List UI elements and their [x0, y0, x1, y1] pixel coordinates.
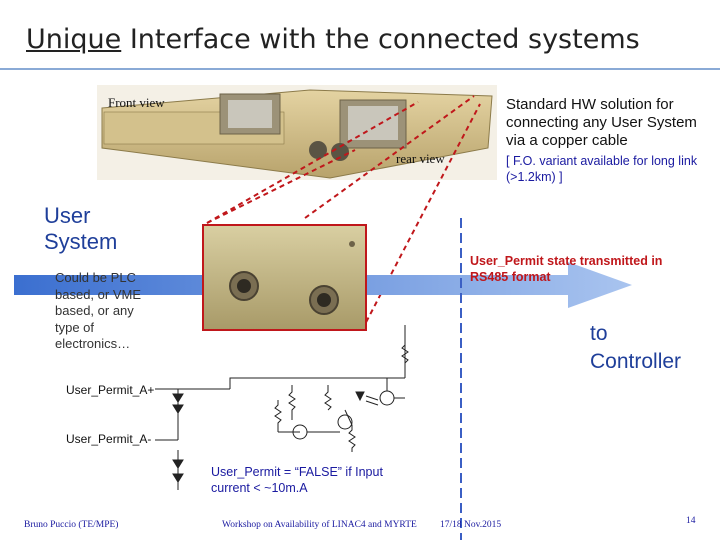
rs485-transmission-note: User_Permit state transmitted in RS485 f…	[470, 254, 663, 284]
front-view-label: Front view	[108, 95, 165, 110]
footer-author: Bruno Puccio (TE/MPE)	[24, 520, 119, 530]
input-circuit-schematic	[155, 325, 409, 490]
zoom-projection-lines	[206, 95, 481, 331]
user-system-examples: Could be PLC based, or VME based, or any…	[55, 270, 141, 351]
to-controller-label: to Controller	[590, 322, 682, 373]
permit-false-condition: User_Permit = “FALSE” if Input current <…	[211, 465, 383, 495]
signal-label-a-minus: User_Permit_A-	[66, 432, 152, 446]
fiber-optic-note: [ F.O. variant available for long link (…	[506, 154, 698, 184]
title-underlined-word: Unique	[26, 24, 122, 55]
connector-plate-photo	[202, 224, 367, 331]
title-divider	[0, 68, 720, 70]
title-rest: Interface with the connected systems	[121, 24, 640, 55]
footer-event: Workshop on Availability of LINAC4 and M…	[222, 520, 417, 530]
user-system-label: User System	[44, 203, 118, 254]
slide-title: Unique Interface with the connected syst…	[26, 24, 640, 55]
rear-view-label: rear view	[396, 151, 445, 166]
page-number: 14	[686, 516, 696, 526]
signal-label-a-plus: User_Permit_A+	[66, 383, 155, 397]
hw-solution-description: Standard HW solution for connecting any …	[506, 96, 697, 149]
footer-date: 17/18 Nov.2015	[440, 520, 502, 530]
